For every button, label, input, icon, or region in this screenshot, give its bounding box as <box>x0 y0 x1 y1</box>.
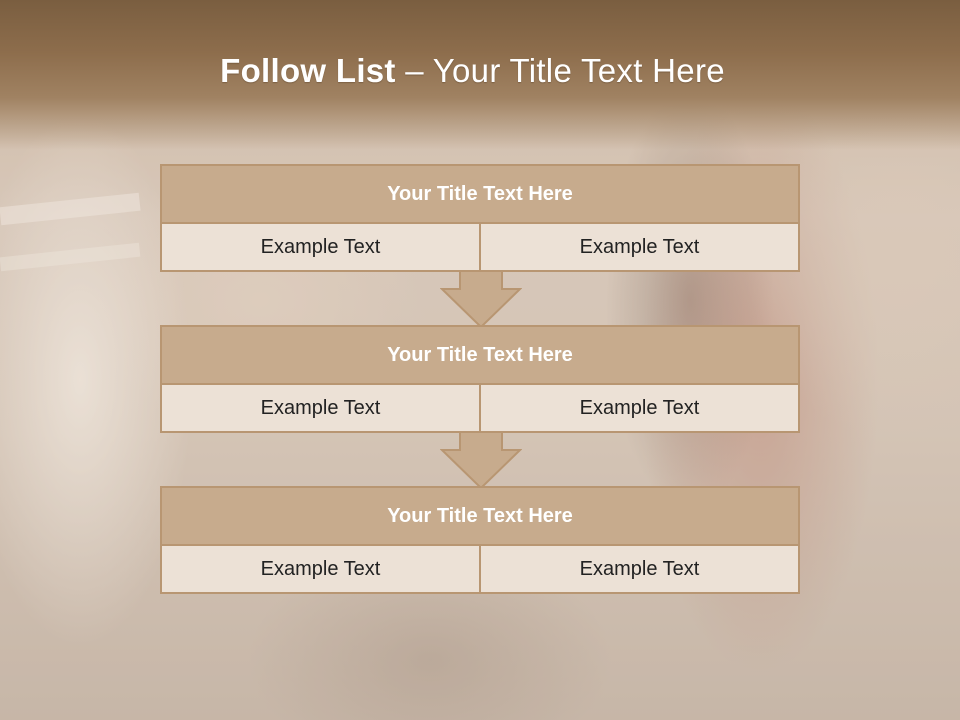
list-block-2: Your Title Text Here Example Text Exampl… <box>160 325 800 433</box>
block-cell-right[interactable]: Example Text <box>479 224 798 270</box>
list-block-3: Your Title Text Here Example Text Exampl… <box>160 486 800 594</box>
block-row: Example Text Example Text <box>162 224 798 270</box>
header-band <box>0 0 960 150</box>
block-title[interactable]: Your Title Text Here <box>162 327 798 385</box>
block-cell-left[interactable]: Example Text <box>260 397 381 419</box>
slide-title: Follow List – Your Title Text Here <box>0 52 945 90</box>
block-row: Example Text Example Text <box>162 385 798 431</box>
down-arrow-icon <box>440 271 522 329</box>
down-arrow-icon <box>440 432 522 490</box>
block-cell-right[interactable]: Example Text <box>479 546 798 592</box>
block-cell-left[interactable]: Example Text <box>260 236 381 258</box>
block-title[interactable]: Your Title Text Here <box>162 166 798 224</box>
block-row: Example Text Example Text <box>162 546 798 592</box>
slide-title-rest: – Your Title Text Here <box>395 52 725 89</box>
block-title[interactable]: Your Title Text Here <box>162 488 798 546</box>
block-cell-left[interactable]: Example Text <box>260 558 381 580</box>
list-block-1: Your Title Text Here Example Text Exampl… <box>160 164 800 272</box>
block-cell-right[interactable]: Example Text <box>479 385 798 431</box>
slide-title-bold: Follow List <box>220 52 396 89</box>
